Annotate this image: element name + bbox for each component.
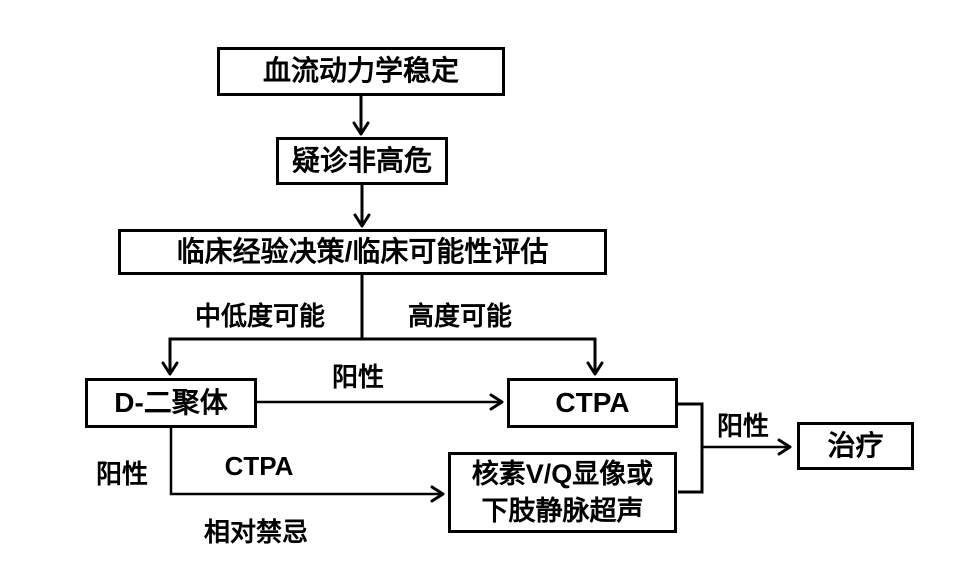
node-clinical-assessment: 临床经验决策/临床可能性评估 (118, 229, 607, 275)
node-ctpa: CTPA (507, 378, 678, 428)
node-vq-scan: 核素V/Q显像或 下肢静脉超声 (448, 452, 677, 533)
edge-ddimer-to-vqscan (169, 428, 445, 503)
node-hemodynamic-stable: 血流动力学稳定 (217, 47, 505, 96)
edge-label-positive-left-branch: 阳性 (95, 459, 149, 489)
node-clinical-assessment-label: 临床经验决策/临床可能性评估 (176, 235, 549, 267)
edge-label-moderate-low-probability: 中低度可能 (194, 301, 326, 331)
node-hemodynamic-stable-label: 血流动力学稳定 (262, 55, 459, 87)
edge-label-high-probability: 高度可能 (407, 301, 513, 331)
edge-label-relative-contraindication: 相对禁忌 (203, 517, 309, 547)
node-ctpa-label: CTPA (555, 386, 630, 418)
node-treatment-label: 治疗 (827, 429, 884, 461)
node-treatment: 治疗 (797, 422, 914, 470)
node-suspected-non-high-risk-label: 疑诊非高危 (291, 144, 432, 176)
node-vq-scan-label-line2: 下肢静脉超声 (481, 495, 644, 526)
edge-ctpa-vqscan-bracket (678, 402, 704, 494)
edge-label-ctpa-word: CTPA (224, 451, 294, 481)
edge-label-positive-to-treatment: 阳性 (716, 411, 770, 441)
node-d-dimer: D-二聚体 (85, 378, 257, 428)
node-vq-scan-label-line1: 核素V/Q显像或 (471, 459, 654, 490)
node-d-dimer-label: D-二聚体 (114, 386, 228, 418)
node-suspected-non-high-risk: 疑诊非高危 (276, 137, 448, 185)
edge-label-positive-ddimer-to-ctpa: 阳性 (331, 362, 385, 392)
